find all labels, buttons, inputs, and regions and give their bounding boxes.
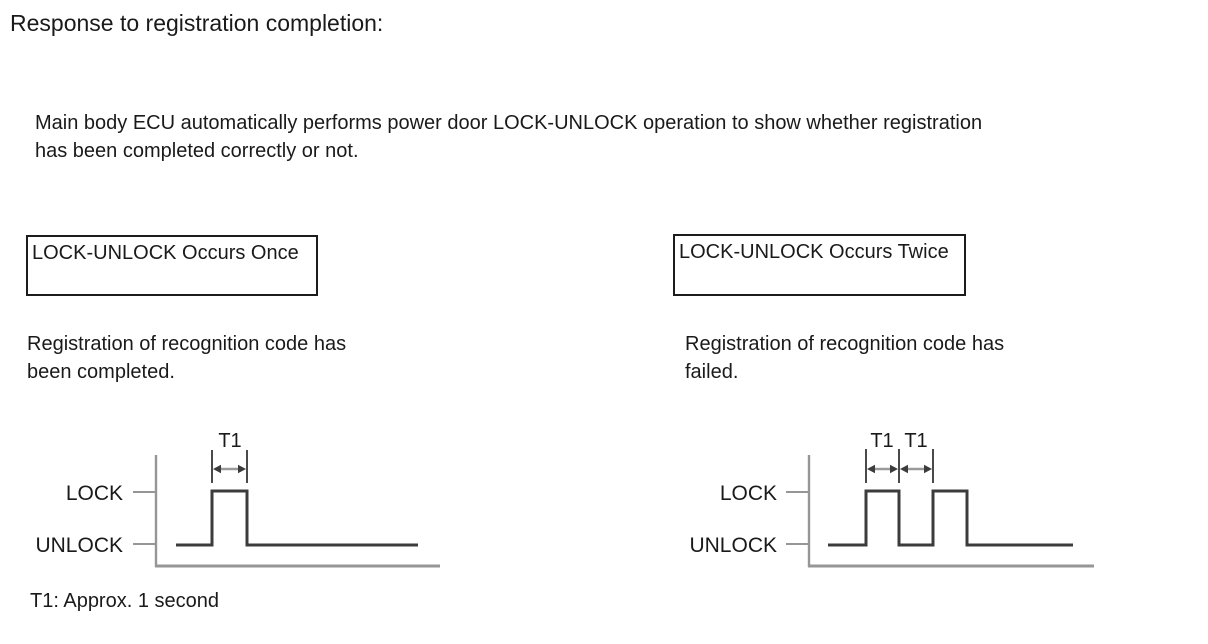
description-completed-line-2: been completed. bbox=[27, 361, 175, 383]
waveform-diagram-once: LOCK UNLOCK T1 bbox=[35, 430, 440, 568]
t1-arrow-head-right bbox=[238, 464, 246, 474]
t1-arrow-head-left bbox=[900, 464, 908, 474]
description-failed: Registration of recognition code has fai… bbox=[685, 330, 1004, 386]
page-title: Response to registration completion: bbox=[10, 10, 384, 36]
unlock-label: UNLOCK bbox=[689, 534, 777, 557]
t1-label: T1 bbox=[870, 430, 893, 452]
result-box-twice: LOCK-UNLOCK Occurs Twice bbox=[673, 234, 966, 296]
t1-arrow-head-left bbox=[213, 464, 221, 474]
t1-arrow-head-left bbox=[867, 464, 875, 474]
intro-line-2: has been completed correctly or not. bbox=[35, 140, 359, 162]
result-box-once: LOCK-UNLOCK Occurs Once bbox=[26, 235, 318, 296]
result-box-twice-label: LOCK-UNLOCK Occurs Twice bbox=[679, 241, 949, 263]
description-completed-line-1: Registration of recognition code has bbox=[27, 333, 347, 355]
t1-label: T1 bbox=[218, 430, 241, 452]
intro-paragraph: Main body ECU automatically performs pow… bbox=[35, 109, 982, 165]
t1-label: T1 bbox=[904, 430, 927, 452]
signal-trace bbox=[176, 489, 418, 547]
unlock-label: UNLOCK bbox=[35, 534, 123, 557]
t1-note: T1: Approx. 1 second bbox=[30, 590, 220, 612]
lock-label: LOCK bbox=[66, 482, 123, 505]
intro-line-1: Main body ECU automatically performs pow… bbox=[35, 112, 983, 134]
lock-label: LOCK bbox=[720, 482, 777, 505]
description-failed-line-2: failed. bbox=[685, 361, 739, 383]
t1-arrow-head-right bbox=[924, 464, 932, 474]
t1-arrow-head-right bbox=[890, 464, 898, 474]
signal-trace bbox=[828, 489, 1073, 547]
description-failed-line-1: Registration of recognition code has bbox=[685, 333, 1005, 355]
result-box-once-label: LOCK-UNLOCK Occurs Once bbox=[32, 242, 299, 264]
waveform-diagram-twice: LOCK UNLOCK T1 T1 bbox=[689, 430, 1094, 568]
description-completed: Registration of recognition code has bee… bbox=[27, 330, 346, 386]
